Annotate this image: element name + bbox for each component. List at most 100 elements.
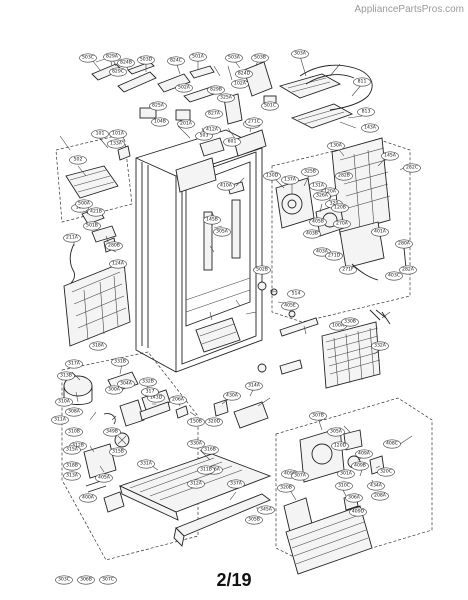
- callout-label: 300A: [108, 387, 121, 393]
- callout-oval: [277, 483, 295, 493]
- dispenser-door-assembly: [275, 397, 433, 575]
- part-callout: 317: [141, 387, 159, 397]
- callout-oval: [203, 215, 221, 225]
- callout-oval: [231, 79, 249, 89]
- callout-oval: [65, 407, 83, 417]
- callout-label: 401A: [374, 229, 387, 235]
- callout-label: 130D: [266, 173, 279, 179]
- part-callout: 403B: [303, 229, 321, 239]
- callout-label: 137A: [284, 177, 297, 183]
- callout-oval: [327, 141, 345, 151]
- callout-oval: [251, 53, 269, 63]
- part-callout: 305A: [213, 227, 231, 237]
- part-callout: 330B: [341, 317, 359, 327]
- part-callout: 307B: [309, 411, 327, 421]
- callout-label: 308A: [68, 409, 81, 415]
- part-callout: 320D: [205, 417, 223, 427]
- callout-label: 145B: [206, 217, 218, 223]
- part-callout: 133A: [107, 139, 125, 149]
- callout-label: 120B: [334, 205, 346, 211]
- part-callout: 503B: [251, 53, 269, 63]
- callout-oval: [69, 155, 87, 165]
- refrigerator-cabinet: [135, 129, 278, 373]
- callout-oval: [383, 439, 401, 449]
- callout-oval: [371, 491, 389, 501]
- part-callout: 318B: [63, 461, 81, 471]
- callout-oval: [371, 341, 389, 351]
- callout-label: 317: [146, 389, 155, 395]
- callout-oval: [75, 199, 93, 209]
- callout-label: 409A: [358, 451, 371, 457]
- part-callout: 316B: [201, 445, 219, 455]
- part-callout: 401A: [371, 227, 389, 237]
- part-callout: 312A: [187, 479, 205, 489]
- callout-label: 311A: [54, 417, 67, 423]
- callout-oval: [341, 317, 359, 327]
- callout-label: 320B: [280, 485, 292, 491]
- part-callout: 317A: [65, 359, 83, 369]
- callout-label: 318B: [66, 463, 78, 469]
- part-callout: 280B: [105, 241, 123, 251]
- part-callout: 421B: [87, 207, 105, 217]
- part-callout: 280A: [395, 239, 413, 249]
- part-callout: 307C: [99, 575, 117, 585]
- callout-oval: [213, 227, 231, 237]
- part-callout: 325B: [301, 167, 319, 177]
- callout-oval: [309, 217, 327, 227]
- condenser-and-fan-motor: [279, 309, 391, 389]
- callout-oval: [353, 77, 371, 87]
- part-callout: 143A: [361, 123, 379, 133]
- part-callout: 310B: [65, 427, 83, 437]
- callout-label: 434A: [370, 483, 383, 489]
- callout-oval: [281, 175, 299, 185]
- callout-oval: [63, 233, 81, 243]
- callout-label: 349B: [106, 429, 118, 435]
- callout-oval: [357, 107, 375, 117]
- callout-oval: [395, 239, 413, 249]
- callout-oval: [223, 391, 241, 401]
- part-callout: 124A: [109, 259, 127, 269]
- part-callout: 405B: [309, 217, 327, 227]
- part-callout: 503D: [137, 55, 155, 65]
- callout-label: 827A: [208, 111, 221, 117]
- callout-label: 405A: [98, 475, 111, 481]
- callout-label: 325A: [220, 95, 233, 101]
- part-callout: 206A: [169, 395, 187, 405]
- callout-oval: [303, 229, 321, 239]
- callout-label: 829B: [210, 87, 222, 93]
- part-callout: 349B: [103, 427, 121, 437]
- callout-oval: [117, 58, 135, 68]
- callout-label: 332B: [142, 379, 154, 385]
- part-callout: 304A: [117, 379, 135, 389]
- callout-oval: [103, 427, 121, 437]
- callout-oval: [65, 427, 83, 437]
- part-callout: 337A: [227, 479, 245, 489]
- callout-oval: [177, 119, 195, 129]
- callout-label: 101A: [112, 131, 125, 137]
- callout-label: 150B: [190, 419, 202, 425]
- part-callout: 410A: [217, 181, 235, 191]
- part-callout: 211A: [63, 233, 81, 243]
- page-number: 2/19: [216, 570, 252, 590]
- callout-oval: [371, 227, 389, 237]
- callout-oval: [207, 85, 225, 95]
- callout-oval: [79, 53, 97, 63]
- callout-label: 280B: [108, 243, 120, 249]
- callout-label: 145A: [384, 153, 397, 159]
- callout-oval: [141, 387, 159, 397]
- callout-label: 271F: [342, 267, 354, 273]
- callout-oval: [105, 385, 123, 395]
- callout-oval: [137, 55, 155, 65]
- callout-label: 206A: [172, 397, 185, 403]
- part-callout: 313B: [57, 371, 75, 381]
- part-callout: 282C: [403, 163, 421, 173]
- callout-label: 421B: [90, 209, 102, 215]
- callout-oval: [309, 411, 327, 421]
- callout-oval: [63, 461, 81, 471]
- callout-label: 271C: [248, 119, 260, 125]
- callout-oval: [291, 49, 309, 59]
- part-callout: 502A: [175, 83, 193, 93]
- callout-oval: [51, 415, 69, 425]
- callout-oval: [399, 265, 417, 275]
